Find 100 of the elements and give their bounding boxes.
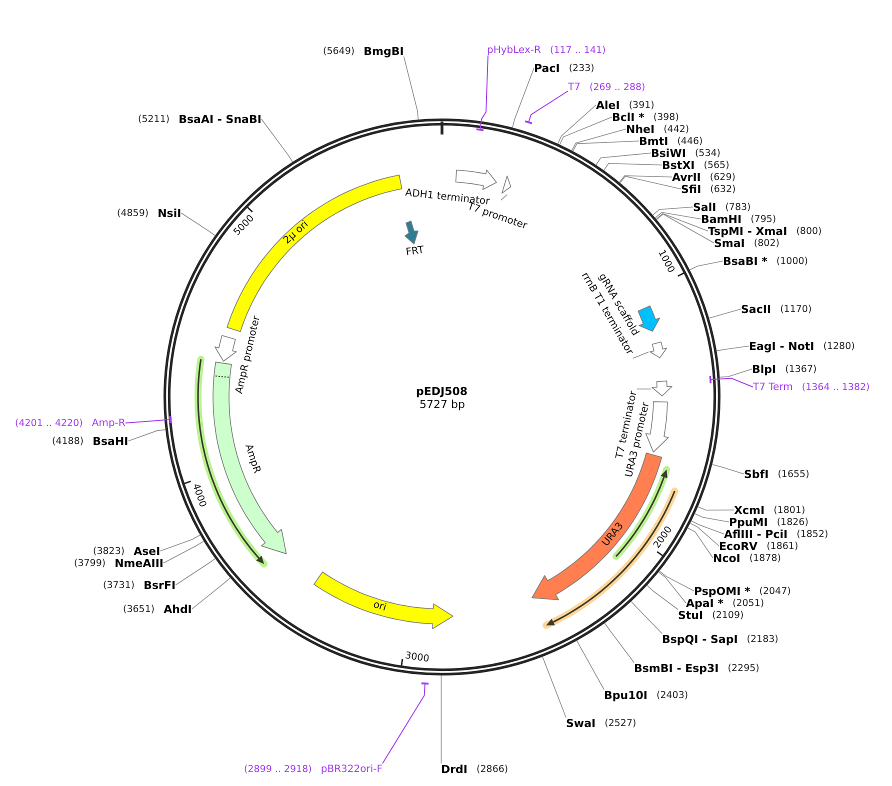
feature-label: ori bbox=[371, 599, 388, 614]
leader-line bbox=[524, 90, 568, 124]
leader-line bbox=[632, 352, 649, 359]
site-position: (1655) bbox=[778, 468, 810, 480]
leader-line bbox=[720, 368, 752, 378]
restriction-site-label: BstXI bbox=[662, 160, 695, 170]
scale-label: 3000 bbox=[404, 650, 430, 665]
restriction-site-label: NsiI bbox=[158, 208, 182, 218]
restriction-site-label: PpuMI bbox=[729, 516, 768, 528]
leader-line bbox=[440, 675, 442, 764]
site-position: (2051) bbox=[732, 598, 764, 608]
feature-label: AmpR promoter bbox=[233, 314, 264, 396]
restriction-site-label: BamHI bbox=[701, 214, 742, 224]
leader-line bbox=[571, 128, 626, 151]
leader-line bbox=[630, 601, 662, 634]
site-position: (3799) bbox=[74, 558, 106, 568]
primer-label: pBR322ori-F bbox=[320, 764, 382, 774]
site-position: (442) bbox=[664, 124, 690, 134]
leader-line bbox=[576, 640, 604, 690]
leader-line bbox=[652, 206, 694, 216]
restriction-site-label: XcmI bbox=[734, 504, 765, 516]
leader-line bbox=[656, 213, 708, 232]
restriction-site-label: DrdI bbox=[441, 764, 468, 774]
leader-line bbox=[716, 346, 750, 352]
leader-line bbox=[619, 175, 672, 182]
leader-line bbox=[604, 622, 634, 663]
site-position: (2527) bbox=[604, 718, 636, 728]
restriction-site-label: NheI bbox=[626, 124, 655, 134]
restriction-site-label: AseI bbox=[134, 546, 160, 556]
restriction-site-label: AleI bbox=[596, 100, 620, 110]
restriction-site-label: BclI * bbox=[612, 112, 644, 122]
leader-line bbox=[512, 68, 534, 128]
site-position: (4859) bbox=[117, 208, 149, 218]
plasmid-size: 5727 bp bbox=[420, 398, 465, 410]
restriction-site-label: BsiWI bbox=[651, 148, 686, 158]
leader-line bbox=[128, 429, 166, 442]
scale-label: 1000 bbox=[656, 248, 677, 275]
site-position: (5211) bbox=[138, 114, 170, 124]
leader-line bbox=[559, 116, 612, 145]
restriction-site-label: ApaI * bbox=[686, 598, 724, 608]
leader-line bbox=[694, 513, 730, 522]
leader-line bbox=[382, 682, 430, 764]
leader-line bbox=[124, 415, 172, 424]
primer-label: pHybLex-R bbox=[487, 44, 541, 56]
restriction-site-label: SwaI bbox=[566, 718, 596, 728]
primer-label: Amp-R bbox=[92, 418, 126, 428]
scale-label: 4000 bbox=[190, 482, 208, 510]
leader-line bbox=[709, 375, 754, 388]
restriction-site-label: BsrFI bbox=[144, 580, 176, 590]
leader-line bbox=[175, 558, 216, 586]
leader-line bbox=[180, 212, 216, 236]
site-position: (534) bbox=[694, 148, 720, 158]
restriction-site-label: EagI - NotI bbox=[749, 340, 814, 352]
leader-line bbox=[558, 104, 596, 144]
site-position: (1826) bbox=[776, 516, 808, 528]
leader-line bbox=[690, 260, 724, 270]
site-position: (4188) bbox=[52, 436, 84, 446]
site-position: (1000) bbox=[776, 256, 808, 266]
leader-line bbox=[604, 163, 662, 171]
leader-line bbox=[659, 570, 694, 592]
site-position: (1170) bbox=[780, 304, 812, 314]
site-position: (1852) bbox=[796, 528, 828, 540]
leader-line bbox=[708, 308, 742, 318]
site-position: (1861) bbox=[766, 540, 798, 552]
leader-line bbox=[160, 534, 200, 552]
site-position: (2295) bbox=[728, 662, 760, 674]
leader-line bbox=[572, 140, 640, 152]
site-position: (629) bbox=[710, 172, 736, 182]
restriction-site-label: SbfI bbox=[744, 468, 769, 480]
leader-line bbox=[163, 540, 204, 564]
restriction-site-label: NcoI bbox=[713, 552, 740, 564]
site-position: (3651) bbox=[123, 604, 155, 614]
restriction-site-label: AflIII - PciI bbox=[724, 528, 788, 540]
site-position: (1878) bbox=[749, 552, 781, 564]
primer-coordinates: (1364 .. 1382) bbox=[802, 382, 870, 392]
site-position: (802) bbox=[754, 238, 780, 248]
leader-line bbox=[636, 388, 652, 390]
leader-line bbox=[620, 176, 682, 190]
site-position: (795) bbox=[750, 214, 776, 224]
site-position: (398) bbox=[653, 112, 679, 122]
restriction-site-label: BspQI - SapI bbox=[662, 634, 738, 644]
leader-line bbox=[712, 464, 744, 474]
restriction-site-label: EcoRV bbox=[719, 540, 758, 552]
leader-line bbox=[654, 212, 702, 220]
restriction-site-label: NmeAIII bbox=[114, 558, 164, 568]
restriction-site-label: SfiI bbox=[681, 184, 702, 194]
primer-label: T7 bbox=[568, 82, 580, 92]
site-position: (783) bbox=[725, 202, 751, 212]
restriction-site-label: BsaHI bbox=[92, 436, 128, 446]
leader-line bbox=[691, 520, 724, 534]
primer-coordinates: (4201 .. 4220) bbox=[15, 418, 83, 428]
leader-line bbox=[192, 578, 231, 610]
restriction-site-label: AhdI bbox=[164, 604, 192, 614]
feature-label: 2µ ori bbox=[282, 218, 312, 247]
site-position: (233) bbox=[568, 62, 594, 74]
site-position: (565) bbox=[704, 160, 730, 170]
leader-line bbox=[658, 572, 686, 604]
restriction-site-label: PacI bbox=[534, 62, 560, 74]
leader-line bbox=[656, 214, 714, 244]
restriction-site-label: SalI bbox=[693, 202, 716, 212]
